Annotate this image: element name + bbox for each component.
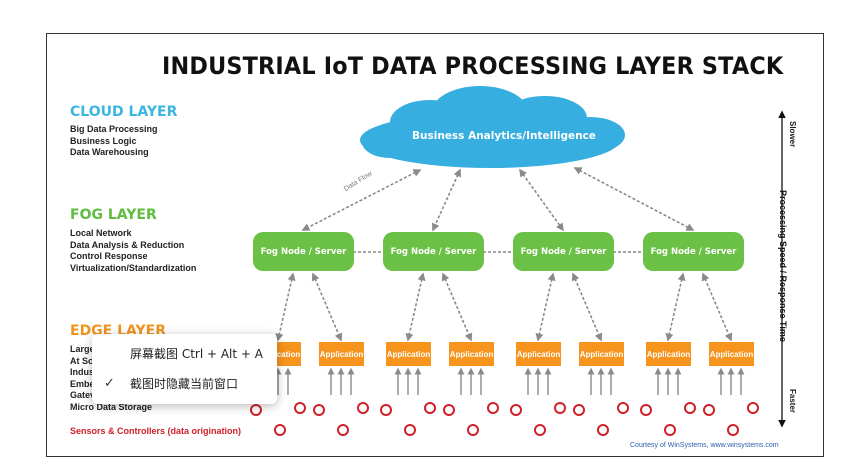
fog-line: Local Network bbox=[70, 228, 132, 238]
application-box: Application bbox=[579, 342, 624, 366]
fog-node: Fog Node / Server bbox=[383, 232, 484, 271]
sensor-circle bbox=[424, 402, 436, 414]
sensor-circle bbox=[294, 402, 306, 414]
menu-item-hide-window[interactable]: ✓ 截图时隐藏当前窗口 bbox=[92, 370, 277, 396]
fog-node: Fog Node / Server bbox=[513, 232, 614, 271]
sensor-circle bbox=[703, 404, 715, 416]
sensor-circle bbox=[467, 424, 479, 436]
application-box: Application bbox=[449, 342, 494, 366]
edge-line: At So bbox=[70, 355, 94, 366]
speed-axis-label: Processing Speed / Response Time bbox=[778, 190, 788, 342]
fog-app-connector bbox=[405, 272, 426, 342]
application-box: Application bbox=[319, 342, 364, 366]
sensor-circle bbox=[250, 404, 262, 416]
fog-app-connector bbox=[275, 272, 296, 342]
sensors-label: Sensors & Controllers (data origination) bbox=[70, 426, 242, 436]
sensor-circle bbox=[443, 404, 455, 416]
menu-item-label: 截图时隐藏当前窗口 bbox=[130, 376, 239, 391]
sensor-circle bbox=[617, 402, 629, 414]
sensor-circle bbox=[727, 424, 739, 436]
cloud-layer-heading: CLOUD LAYER bbox=[70, 104, 178, 120]
faster-label: Faster bbox=[788, 389, 797, 414]
sensor-circle bbox=[640, 404, 652, 416]
sensor-circle bbox=[487, 402, 499, 414]
cloud-line: Business Logic bbox=[70, 135, 137, 146]
fog-line: Data Analysis & Reduction bbox=[70, 239, 185, 250]
slower-label: Slower bbox=[788, 121, 797, 148]
fog-app-connector bbox=[311, 272, 343, 342]
sensor-circle bbox=[684, 402, 696, 414]
menu-item-label: 屏幕截图 Ctrl + Alt + A bbox=[130, 346, 263, 361]
cloud-node-label: Business Analytics/Intelligence bbox=[412, 130, 596, 142]
edge-line: Large bbox=[70, 344, 95, 354]
edge-line: Embe bbox=[70, 378, 95, 389]
application-box: Application bbox=[709, 342, 754, 366]
fog-layer-description: Local Network Data Analysis & Reduction … bbox=[70, 228, 196, 274]
fog-node: Fog Node / Server bbox=[253, 232, 354, 271]
sensor-circle bbox=[380, 404, 392, 416]
sensor-circle bbox=[534, 424, 546, 436]
sensor-circle bbox=[510, 404, 522, 416]
application-box: Application bbox=[516, 342, 561, 366]
menu-item-screenshot[interactable]: 屏幕截图 Ctrl + Alt + A bbox=[92, 340, 277, 366]
sensor-circle bbox=[404, 424, 416, 436]
fog-app-connector bbox=[665, 272, 686, 342]
application-box: Application bbox=[386, 342, 431, 366]
cloud-line: Data Warehousing bbox=[70, 147, 149, 157]
cloud-layer-description: Big Data Processing Business Logic Data … bbox=[70, 124, 158, 159]
sensor-circle bbox=[554, 402, 566, 414]
application-box: Application bbox=[646, 342, 691, 366]
edge-line: Micro Data Storage bbox=[70, 401, 153, 412]
sensor-circle bbox=[337, 424, 349, 436]
sensor-circle bbox=[357, 402, 369, 414]
sensor-circle bbox=[664, 424, 676, 436]
diagram-title: INDUSTRIAL IoT DATA PROCESSING LAYER STA… bbox=[162, 52, 784, 80]
edge-line: Gatev bbox=[70, 390, 96, 400]
screenshot-context-menu: 屏幕截图 Ctrl + Alt + A ✓ 截图时隐藏当前窗口 bbox=[92, 334, 277, 404]
fog-layer-heading: FOG LAYER bbox=[70, 207, 157, 223]
cloud-fog-connector bbox=[431, 168, 462, 232]
fog-app-connector bbox=[535, 272, 556, 342]
sensor-circle bbox=[274, 424, 286, 436]
fog-node: Fog Node / Server bbox=[643, 232, 744, 271]
sensor-circle bbox=[597, 424, 609, 436]
check-icon: ✓ bbox=[104, 375, 115, 391]
courtesy-note: Courtesy of WinSystems, www.winsystems.c… bbox=[630, 442, 779, 449]
fog-line: Virtualization/Standardization bbox=[70, 262, 197, 273]
cloud-fog-connector bbox=[573, 167, 695, 231]
sensor-circle bbox=[747, 402, 759, 414]
sensor-circle bbox=[313, 404, 325, 416]
fog-line: Control Response bbox=[70, 251, 148, 261]
cloud-line: Big Data Processing bbox=[70, 124, 158, 134]
edge-line: Indus bbox=[70, 367, 94, 377]
cloud-fog-connector bbox=[301, 169, 422, 231]
fog-app-connector bbox=[701, 272, 733, 342]
fog-app-connector bbox=[441, 272, 473, 342]
edge-layer-description: Large At So Indus Embe Gatev Micro Data … bbox=[70, 344, 152, 413]
cloud-shape bbox=[360, 86, 625, 168]
sensor-circle bbox=[573, 404, 585, 416]
fog-app-connector bbox=[571, 272, 603, 342]
cloud-fog-connector bbox=[519, 168, 564, 232]
